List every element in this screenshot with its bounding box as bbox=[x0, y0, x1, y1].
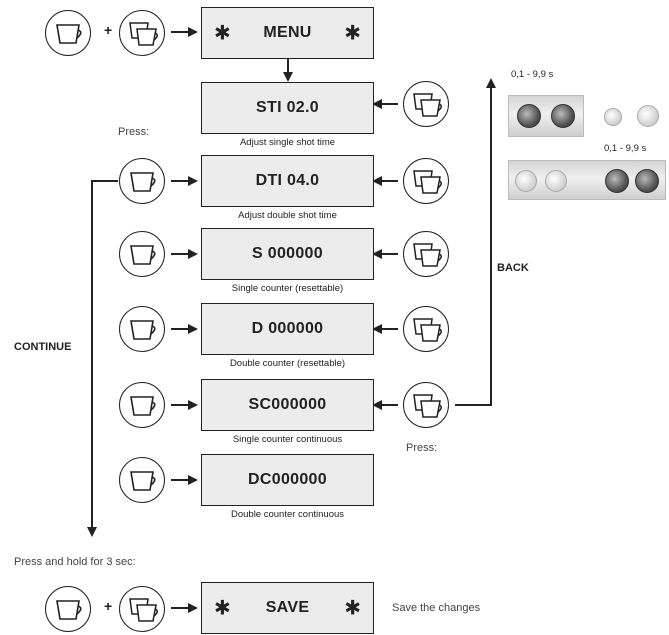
save-title: SAVE bbox=[265, 599, 310, 616]
knob-icon bbox=[515, 170, 537, 192]
dc-caption: Double counter continuous bbox=[230, 509, 345, 520]
continue-line bbox=[87, 180, 118, 537]
display-value: SC000000 bbox=[248, 396, 327, 413]
single-cup-icon bbox=[130, 172, 156, 192]
double-cup-icon bbox=[413, 170, 442, 194]
double-cup-icon bbox=[413, 93, 442, 117]
star-icon: ✱ bbox=[214, 597, 231, 620]
continue-label: CONTINUE bbox=[14, 341, 72, 353]
double-cup-icon bbox=[413, 318, 442, 342]
double-cup-button[interactable] bbox=[403, 158, 449, 204]
range-label-bottom: 0,1 - 9,9 s bbox=[604, 143, 647, 154]
sti-caption: Adjust single shot time bbox=[239, 137, 336, 148]
single-cup-icon bbox=[130, 245, 156, 265]
single-cup-icon bbox=[130, 396, 156, 416]
double-cup-button[interactable] bbox=[403, 81, 449, 127]
knob-icon bbox=[517, 104, 541, 128]
knob-icon bbox=[637, 105, 659, 127]
knob-icon bbox=[545, 170, 567, 192]
single-cup-icon bbox=[56, 24, 82, 44]
single-cup-button[interactable] bbox=[45, 586, 91, 632]
press-label-left: Press: bbox=[118, 126, 150, 138]
single-cup-icon bbox=[130, 320, 156, 340]
range-label-top: 0,1 - 9,9 s bbox=[511, 69, 554, 80]
save-description: Save the changes bbox=[392, 602, 481, 614]
sti-display: STI 02.0 bbox=[201, 82, 374, 134]
sc-display: SC000000 bbox=[201, 379, 374, 431]
dti-caption: Adjust double shot time bbox=[238, 210, 337, 221]
double-cup-button[interactable] bbox=[119, 10, 165, 56]
knob-icon bbox=[604, 108, 622, 126]
press-hold-label: Press and hold for 3 sec: bbox=[14, 556, 136, 568]
save-display: ✱ SAVE ✱ bbox=[201, 582, 374, 634]
single-cup-button[interactable] bbox=[119, 457, 165, 503]
knob-icon bbox=[551, 104, 575, 128]
plus-sign: + bbox=[104, 598, 113, 614]
dc-display: DC000000 bbox=[201, 454, 374, 506]
plus-sign: + bbox=[104, 22, 113, 38]
double-cup-icon bbox=[413, 243, 442, 267]
single-cup-button[interactable] bbox=[119, 158, 165, 204]
double-cup-icon bbox=[129, 22, 158, 46]
single-cup-button[interactable] bbox=[119, 382, 165, 428]
back-line bbox=[455, 78, 496, 406]
machine-photo-bottom bbox=[508, 160, 666, 200]
double-cup-icon bbox=[413, 394, 442, 418]
star-icon: ✱ bbox=[344, 22, 361, 45]
double-cup-button[interactable] bbox=[119, 586, 165, 632]
display-value: DTI 04.0 bbox=[255, 172, 320, 189]
sc-caption: Single counter continuous bbox=[232, 434, 343, 445]
double-cup-button[interactable] bbox=[403, 382, 449, 428]
display-value: S 000000 bbox=[252, 245, 323, 262]
double-cup-button[interactable] bbox=[403, 231, 449, 277]
d-display: D 000000 bbox=[201, 303, 374, 355]
back-label: BACK bbox=[497, 262, 529, 274]
single-cup-icon bbox=[56, 600, 82, 620]
menu-display: ✱ MENU ✱ bbox=[201, 7, 374, 59]
menu-title: MENU bbox=[263, 24, 312, 41]
machine-photo-top bbox=[508, 95, 584, 137]
display-value: STI 02.0 bbox=[256, 99, 319, 116]
dti-display: DTI 04.0 bbox=[201, 155, 374, 207]
display-value: DC000000 bbox=[248, 471, 327, 488]
display-value: D 000000 bbox=[251, 320, 324, 337]
s-caption: Single counter (resettable) bbox=[231, 283, 344, 294]
d-caption: Double counter (resettable) bbox=[229, 358, 346, 369]
knob-icon bbox=[635, 169, 659, 193]
single-cup-button[interactable] bbox=[45, 10, 91, 56]
double-cup-icon bbox=[129, 598, 158, 622]
double-cup-button[interactable] bbox=[403, 306, 449, 352]
single-cup-button[interactable] bbox=[119, 231, 165, 277]
single-cup-icon bbox=[130, 471, 156, 491]
s-display: S 000000 bbox=[201, 228, 374, 280]
star-icon: ✱ bbox=[214, 22, 231, 45]
knob-icon bbox=[605, 169, 629, 193]
single-cup-button[interactable] bbox=[119, 306, 165, 352]
star-icon: ✱ bbox=[344, 597, 361, 620]
press-label-right: Press: bbox=[406, 442, 438, 454]
